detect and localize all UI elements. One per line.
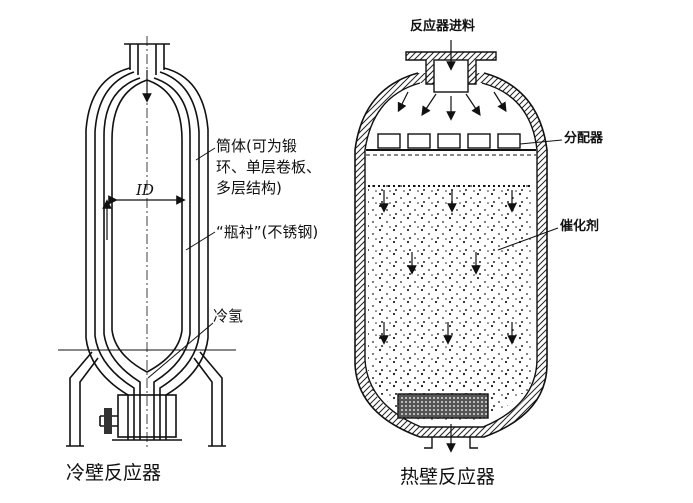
cold-wall-reactor [58,36,236,450]
hot-reactor-caption: 热壁反应器 [400,466,496,488]
cold-liner [103,77,141,440]
liner-label: “瓶衬”(不锈钢) [216,223,319,241]
feed-label: 反应器进料 [410,19,476,34]
shell-label-line-2: 环、单层卷板、 [216,158,322,176]
flow-arrows [379,190,517,345]
shell-label: 筒体(可为锻 环、单层卷板、 多层结构) [216,136,321,199]
cold-inner-vessel [111,79,183,373]
cold-outer-shell [85,67,131,440]
hot-vessel-wall [355,73,547,437]
cold-reactor-caption: 冷壁反应器 [66,462,162,484]
shell-label-line-3: 多层结构) [216,179,282,197]
catalyst-label: 催化剂 [560,219,600,234]
distributor-label: 分配器 [564,131,604,146]
id-dimension-label: ID [136,181,154,199]
shell-label-line-1: 筒体(可为锻 [216,137,297,155]
cold-hydrogen-label: 冷氢 [213,307,244,325]
distributor-caps [377,133,521,149]
support-grid [397,393,489,419]
hot-wall-reactor [354,40,563,453]
